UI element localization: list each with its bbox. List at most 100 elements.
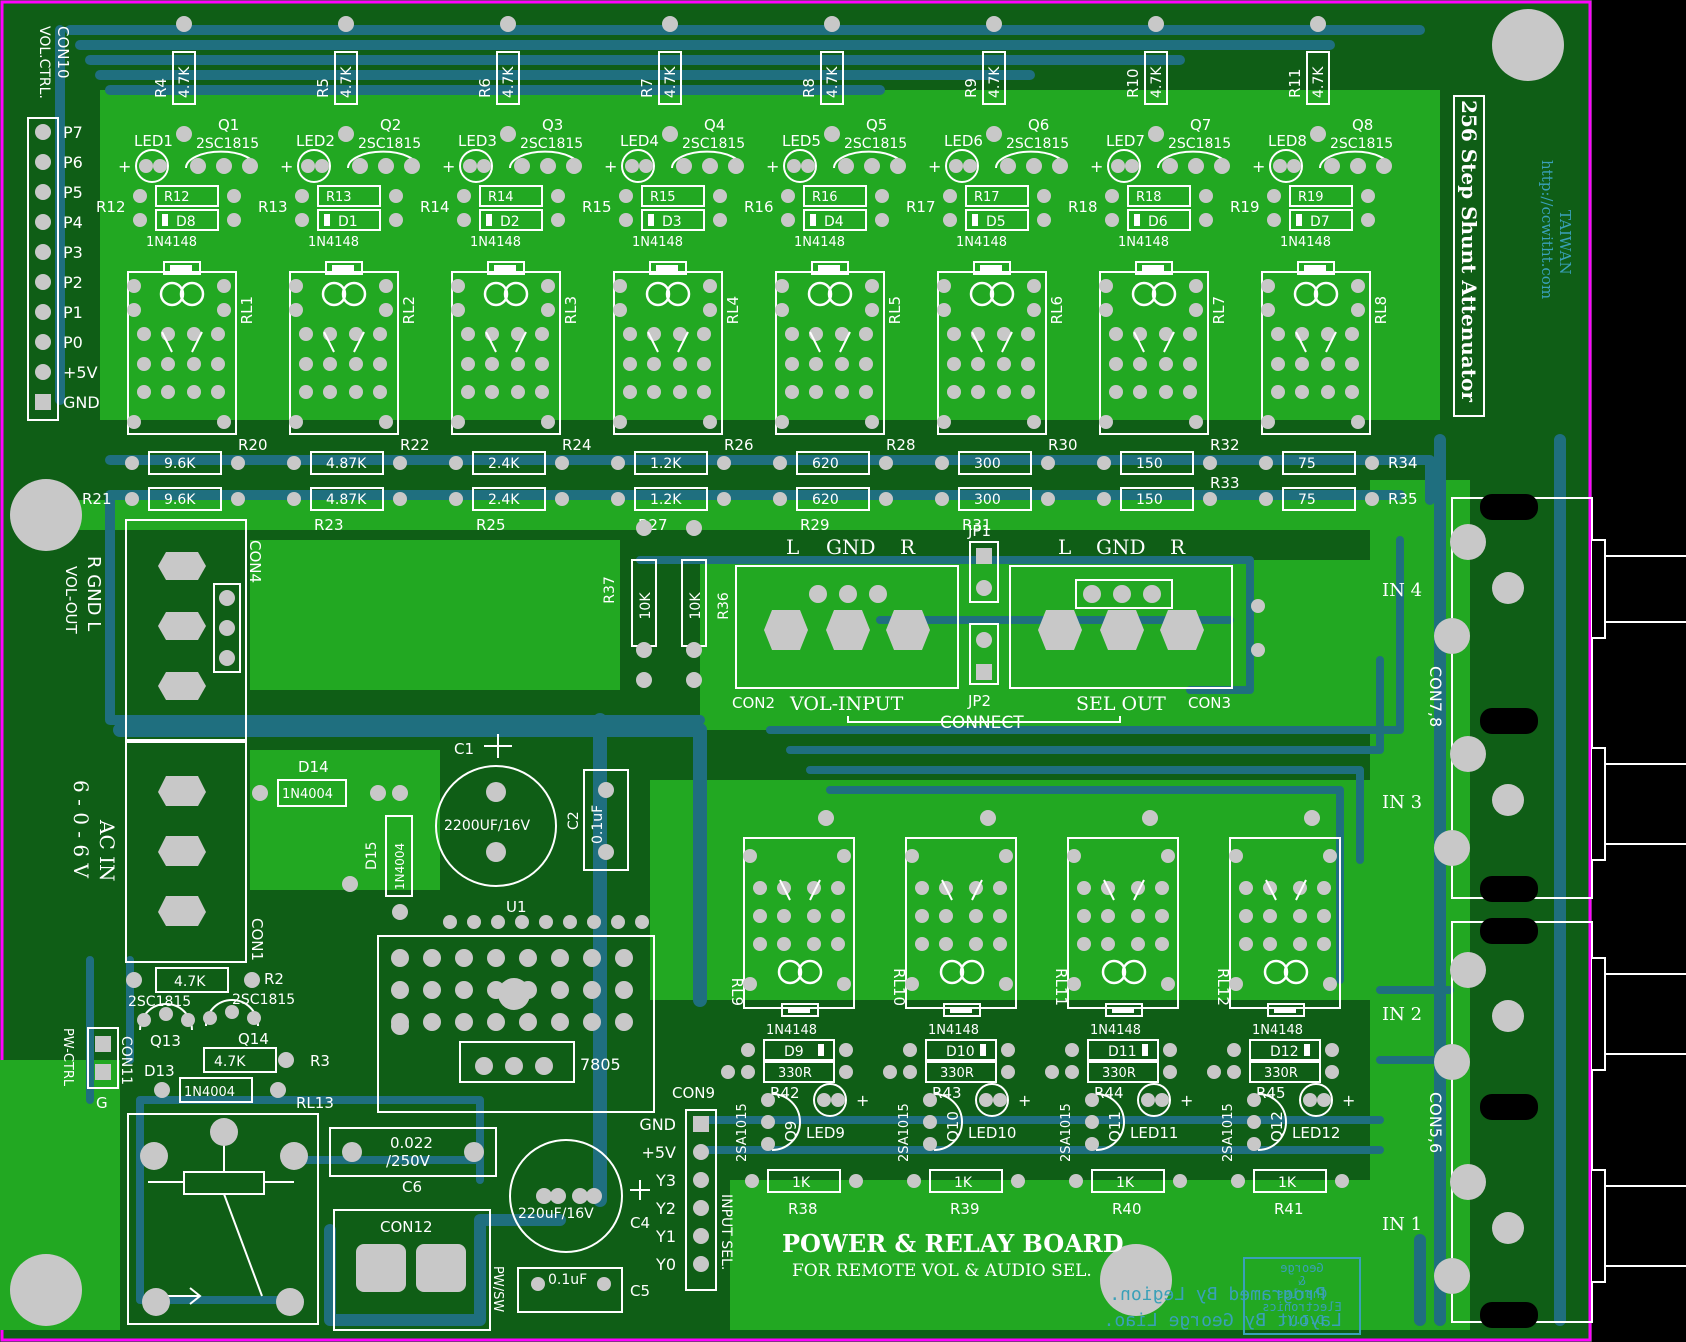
- component-label: 1N4148: [1280, 235, 1331, 250]
- con3-pin-gnd: GND: [1096, 535, 1146, 559]
- pin-pad: [35, 124, 51, 140]
- q14-type: 2SC1815: [232, 992, 295, 1008]
- component-label: P2: [63, 273, 83, 292]
- pin-pad: [35, 214, 51, 230]
- component-label: 1K: [954, 1175, 973, 1191]
- traces: [55, 25, 1566, 1326]
- component-label: D7: [1310, 214, 1330, 230]
- component-label: R14: [488, 190, 514, 205]
- r3-name: R3: [310, 1052, 330, 1070]
- component-label: Y2: [655, 1199, 676, 1218]
- component-label: 1N4148: [1118, 235, 1169, 250]
- component-label: R4: [152, 78, 170, 98]
- component-label: 2SC1815: [1168, 136, 1231, 152]
- mount-hole-icon: [10, 479, 82, 551]
- component-label: R26: [724, 436, 754, 454]
- component-label: Y3: [655, 1171, 676, 1190]
- rl13-label: RL13: [296, 1094, 334, 1112]
- component-label: GND: [639, 1115, 676, 1134]
- c6-capacitor: 0.022 /250V C6: [329, 1127, 497, 1196]
- c5-name: C5: [630, 1282, 650, 1300]
- component-label: 9.6K: [164, 492, 196, 508]
- component-label: 300: [974, 456, 1001, 472]
- c6-name: C6: [402, 1178, 422, 1196]
- component-label: Y1: [655, 1227, 676, 1246]
- component-label: 1N4148: [1090, 1023, 1141, 1038]
- component-label: R18: [1136, 190, 1162, 205]
- con4-connector: CON4 R GND L VOL-OUT: [62, 519, 264, 741]
- component-label: 4.7K: [177, 66, 193, 98]
- pin-pad: [35, 304, 51, 320]
- component-label: 2SA1015: [1059, 1103, 1074, 1162]
- con2-pin-gnd: GND: [826, 535, 876, 559]
- component-label: D3: [662, 214, 682, 230]
- con1-ac-in: CON1 AC IN 6 - 0 - 6 V: [69, 741, 266, 963]
- svg-text:+: +: [1180, 1091, 1193, 1110]
- d14-type: 1N4004: [282, 787, 333, 802]
- c6-val2: /250V: [386, 1152, 431, 1170]
- component-label: R30: [1048, 436, 1078, 454]
- component-label: LED1: [134, 132, 173, 150]
- component-label: 75: [1298, 492, 1316, 508]
- component-label: LED11: [1130, 1124, 1178, 1142]
- component-label: 1N4148: [766, 1023, 817, 1038]
- component-label: Q7: [1190, 116, 1211, 134]
- selector-channel-4: RL121N4148D12330RR45+LED12Q122SA10151KR4…: [1207, 810, 1355, 1218]
- con1-sub: 6 - 0 - 6 V: [69, 780, 93, 878]
- in2-label: IN 2: [1382, 1004, 1422, 1025]
- component-label: R29: [800, 516, 830, 534]
- component-label: P5: [63, 183, 83, 202]
- component-label: R24: [562, 436, 592, 454]
- component-label: 1N4148: [308, 235, 359, 250]
- component-label: P7: [63, 123, 83, 142]
- component-label: R12: [164, 190, 190, 205]
- component-label: R12: [96, 198, 126, 216]
- con2-pin-l: L: [786, 535, 799, 559]
- component-label: 4.7K: [825, 66, 841, 98]
- component-label: R17: [974, 190, 1000, 205]
- component-label: LED9: [806, 1124, 845, 1142]
- component-label: 330R: [778, 1066, 812, 1081]
- pin-pad: [35, 274, 51, 290]
- component-label: 4.7K: [1311, 66, 1327, 98]
- component-label: RL7: [1210, 296, 1228, 324]
- component-label: D10: [946, 1044, 975, 1060]
- component-label: 75: [1298, 456, 1316, 472]
- board-labels: POWER & RELAY BOARD FOR REMOTE VOL & AUD…: [782, 1229, 1361, 1335]
- d13-type: 1N4004: [184, 1085, 235, 1100]
- component-label: LED8: [1268, 132, 1307, 150]
- con4-label: R GND L: [83, 556, 104, 631]
- component-label: Q5: [866, 116, 887, 134]
- board-subtitle: FOR REMOTE VOL & AUDIO SEL.: [792, 1261, 1092, 1281]
- r36-r37: R37 10K 10K R36: [602, 520, 732, 688]
- title-box: 256 Step Shunt Attenuator http://ccwitht…: [1453, 95, 1574, 417]
- component-label: LED4: [620, 132, 659, 150]
- c2-val: 0.1uF: [590, 805, 606, 844]
- component-label: R5: [314, 78, 332, 98]
- component-label: R31: [962, 516, 992, 534]
- component-label: +5V: [641, 1143, 676, 1162]
- component-label: R45: [1256, 1084, 1286, 1102]
- component-label: D4: [824, 214, 844, 230]
- d15-diode: D15 1N4004: [342, 815, 413, 920]
- component-label: +5V: [63, 363, 98, 382]
- u1-type: 7805: [580, 1055, 621, 1074]
- component-label: R13: [326, 190, 352, 205]
- component-label: P6: [63, 153, 83, 172]
- component-label: D8: [176, 214, 196, 230]
- component-label: R6: [476, 78, 494, 98]
- pin-pad: [35, 244, 51, 260]
- logo-line: George: [1280, 1261, 1323, 1275]
- component-label: LED5: [782, 132, 821, 150]
- component-label: RL3: [562, 296, 580, 324]
- component-label: R39: [950, 1200, 980, 1218]
- component-label: 1N4148: [632, 235, 683, 250]
- component-label: R21: [82, 490, 112, 508]
- con3-pin-l: L: [1058, 535, 1071, 559]
- component-label: LED3: [458, 132, 497, 150]
- component-label: Y0: [655, 1255, 676, 1274]
- component-label: LED6: [944, 132, 983, 150]
